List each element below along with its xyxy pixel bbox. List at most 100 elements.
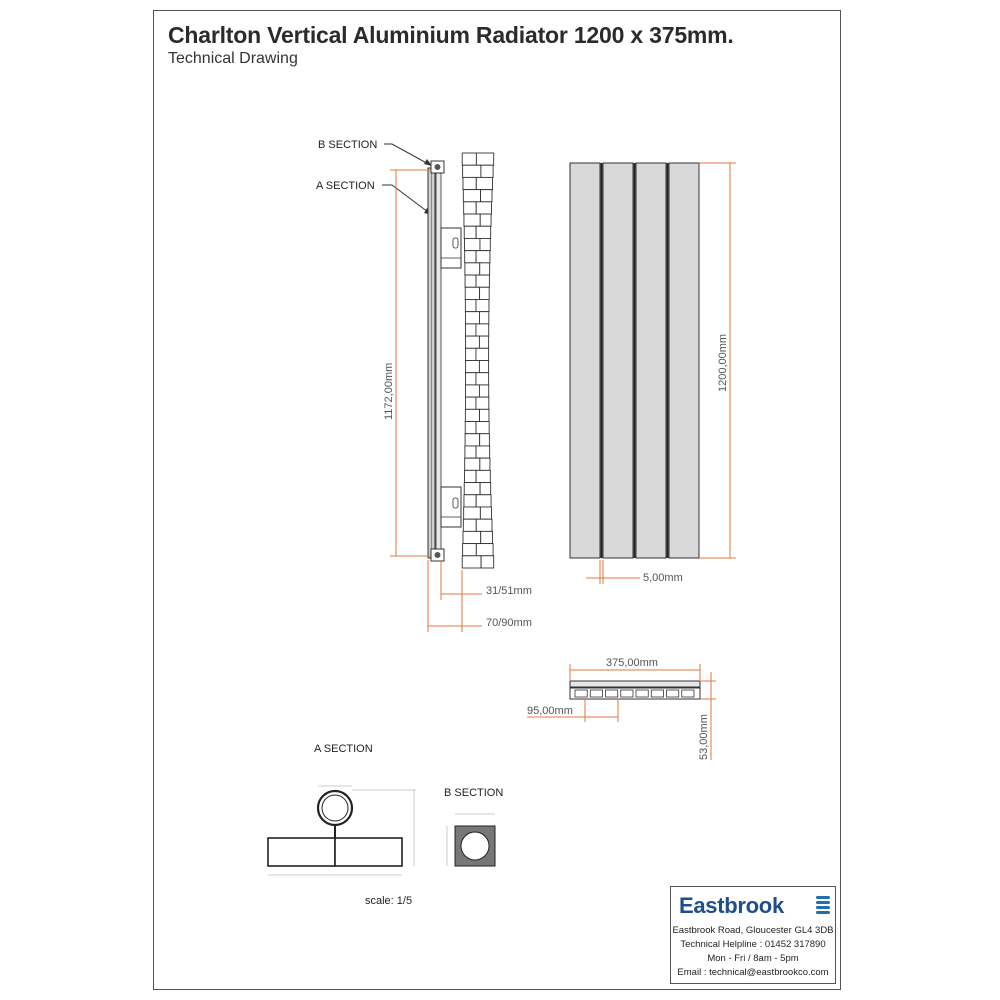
top-view-cell	[635, 689, 649, 698]
brick	[475, 518, 493, 532]
drawing-subtitle: Technical Drawing	[168, 50, 298, 67]
top-view-cells	[574, 689, 695, 698]
brick	[475, 445, 491, 459]
top-view-cell	[650, 689, 664, 698]
bottom-fitting-bore	[434, 552, 441, 558]
a-section-detail: A SECTION	[267, 743, 416, 876]
company-logo-text: Eastbrook	[679, 893, 784, 918]
a-section-panel-right	[334, 837, 403, 867]
brick	[478, 360, 490, 374]
brick	[475, 347, 490, 361]
brick	[462, 530, 482, 545]
brick	[463, 482, 481, 496]
brick	[464, 445, 477, 459]
lower-wall-bracket	[440, 486, 462, 528]
brick	[464, 286, 481, 300]
top-view-cell	[589, 689, 603, 698]
brick	[464, 250, 477, 264]
depth-label: 53,00mm	[698, 714, 710, 760]
brick	[465, 347, 477, 361]
brick	[475, 421, 490, 435]
brick	[465, 323, 477, 337]
a-section-detail-label: A SECTION	[314, 743, 373, 755]
brick	[479, 311, 490, 325]
brick	[464, 421, 477, 435]
brick	[461, 555, 482, 569]
brick	[463, 201, 477, 215]
company-email: Email : technical@eastbrookco.com	[677, 967, 829, 978]
side-view: B SECTION A SECTION 1	[316, 139, 532, 632]
brick	[479, 237, 491, 252]
drawing-sheet-border	[153, 10, 841, 990]
brick	[475, 372, 490, 386]
top-view-cell	[574, 689, 588, 698]
brick	[475, 469, 491, 484]
top-view-cell	[666, 689, 680, 698]
top-view-cell	[605, 689, 619, 698]
brick	[480, 164, 494, 178]
company-hours: Mon - Fri / 8am - 5pm	[707, 953, 799, 964]
brick	[480, 189, 493, 203]
front-panel-4	[668, 162, 700, 559]
wave-lines-icon	[816, 896, 830, 916]
brick	[475, 250, 491, 264]
brick	[465, 335, 480, 349]
front-panel-3	[635, 162, 667, 559]
brick	[479, 433, 490, 447]
pipe-offset-label: 95,00mm	[527, 705, 573, 717]
top-view-front-plate	[569, 680, 701, 688]
brick	[475, 152, 495, 166]
brick	[464, 262, 481, 276]
b-section-detail: B SECTION	[444, 787, 503, 867]
a-section-pipe-inner	[321, 794, 349, 822]
company-info-box: Eastbrook Eastbrook Road, Gloucester GL4…	[670, 886, 836, 984]
top-view-cell	[620, 689, 634, 698]
brick	[464, 299, 477, 313]
bracket-height-label: 1172,00mm	[383, 363, 395, 420]
scale-note: scale: 1/5	[365, 895, 413, 907]
brick	[479, 262, 491, 276]
company-address: Eastbrook Road, Gloucester GL4 3DB	[672, 925, 834, 936]
front-view: 1200,00mm 5,00mm	[569, 162, 736, 584]
brick	[464, 469, 477, 484]
brick	[462, 189, 481, 203]
brick	[479, 408, 490, 422]
b-section-leader	[384, 143, 433, 167]
width-label: 375,00mm	[606, 657, 658, 669]
a-section-callout-label: A SECTION	[316, 180, 375, 192]
brick	[479, 213, 492, 227]
brick	[465, 360, 480, 374]
brick	[462, 518, 477, 532]
brick	[480, 530, 493, 545]
wall-gap-label: 31/51mm	[486, 585, 532, 597]
brick	[475, 274, 490, 288]
brick	[464, 433, 481, 447]
brick	[475, 323, 490, 337]
brick	[475, 494, 492, 508]
brick	[478, 384, 490, 398]
brick	[461, 152, 477, 166]
brick	[462, 543, 477, 557]
upper-wall-bracket	[440, 227, 462, 269]
top-fitting-bore	[434, 164, 441, 170]
brick	[463, 506, 481, 520]
company-helpline: Technical Helpline : 01452 317890	[680, 939, 826, 950]
top-view-back-plate	[569, 687, 701, 700]
brick	[475, 396, 490, 410]
brick	[475, 176, 493, 191]
brick	[462, 176, 477, 191]
radiator-height-label: 1200,00mm	[717, 334, 729, 392]
brick	[479, 506, 492, 520]
brick	[464, 237, 481, 252]
brick	[479, 286, 490, 300]
brick	[462, 164, 482, 178]
b-section-callout-label: B SECTION	[318, 139, 377, 151]
drawing-title: Charlton Vertical Aluminium Radiator 120…	[168, 22, 734, 48]
brick	[475, 225, 492, 239]
brick	[464, 408, 480, 422]
front-panel-2	[602, 162, 634, 559]
brick	[463, 213, 481, 227]
brick	[465, 372, 477, 386]
front-panel-1	[569, 162, 601, 559]
